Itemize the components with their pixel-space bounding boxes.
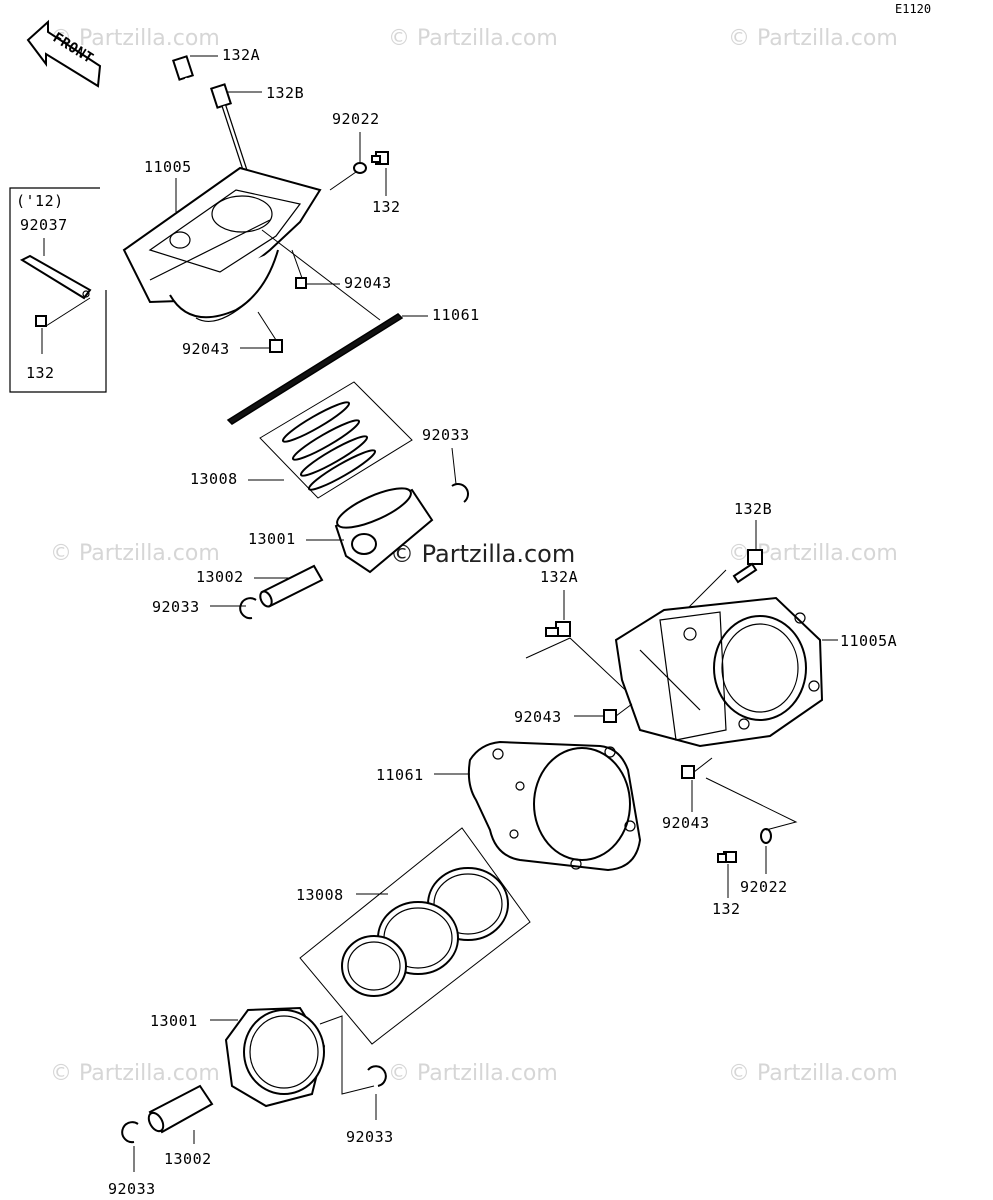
diagram-code: E1120: [895, 2, 931, 16]
callout-132-lower: 132: [712, 900, 741, 918]
callout-92022: 92022: [332, 110, 380, 128]
lower-callouts: 132B 132A 11005A 92043 11061 92043 92022…: [108, 500, 897, 1198]
circlip-92033-bottom-icon: [121, 1121, 139, 1144]
strap-92037-icon: [19, 254, 92, 300]
bolt-132a-lower-icon: [545, 621, 571, 637]
circlip-92033-right-icon: [367, 1065, 387, 1087]
callout-92043-lower-right: 92043: [662, 814, 710, 832]
watermark: © Partzilla.com: [388, 1061, 558, 1086]
callout-132-inset: 132: [26, 364, 55, 382]
bolt-132-inset-icon: [35, 315, 47, 327]
watermark: © Partzilla.com: [50, 541, 220, 566]
washer-92022-icon: [353, 162, 367, 174]
callout-13008-lower: 13008: [296, 886, 344, 904]
callout-11005: 11005: [144, 158, 192, 176]
piston-rings-13008-lower-icon: [299, 827, 531, 1045]
callout-13002-lower: 13002: [164, 1150, 212, 1168]
callout-92033-right: 92033: [346, 1128, 394, 1146]
callout-92033-upper: 92033: [422, 426, 470, 444]
callout-132a-lower: 132A: [540, 568, 578, 586]
upper-assembly: [9, 55, 469, 620]
gasket-11061-lower-icon: [467, 740, 642, 872]
piston-pin-13002-upper-icon: [259, 564, 324, 608]
callout-13002-upper: 13002: [196, 568, 244, 586]
callout-13001-lower: 13001: [150, 1012, 198, 1030]
callout-132-top: 132: [372, 198, 401, 216]
callout-11061-upper: 11061: [432, 306, 480, 324]
callout-132b-lower: 132B: [734, 500, 772, 518]
callout-92043-upper: 92043: [344, 274, 392, 292]
gasket-11061-upper-icon: [226, 313, 404, 425]
piston-13001-lower-icon: [224, 1006, 326, 1108]
dowel-92043-left-icon: [269, 339, 283, 353]
callout-92043-left: 92043: [182, 340, 230, 358]
upper-callouts: 132A 132B 92022 132 11005 ('12) 92037 13…: [16, 46, 480, 616]
piston-13001-upper-icon: [334, 487, 434, 574]
callout-132b: 132B: [266, 84, 304, 102]
dowel-92043-upper-icon: [295, 277, 307, 289]
cylinder-11005a-icon: [614, 596, 824, 748]
watermark: © Partzilla.com: [728, 1061, 898, 1086]
piston-rings-13008-upper-icon: [259, 381, 413, 499]
piston-pin-13002-lower-icon: [147, 1084, 214, 1134]
callout-92033-left: 92033: [152, 598, 200, 616]
lower-assembly: [121, 549, 824, 1144]
cylinder-11005-icon: [122, 166, 322, 322]
callout-92022-lower: 92022: [740, 878, 788, 896]
bolt-132b-lower-icon: [732, 549, 763, 584]
washer-92022-lower-icon: [760, 828, 772, 844]
watermark-main: © Partzilla.com: [390, 540, 575, 568]
bolt-132-lower-icon: [717, 851, 737, 863]
callout-92043-lower-left: 92043: [514, 708, 562, 726]
watermark: © Partzilla.com: [50, 26, 220, 51]
dowel-92043-lower-right-icon: [681, 765, 695, 779]
inset-box: [9, 187, 107, 393]
callout-11061-lower: 11061: [376, 766, 424, 784]
circlip-92033-upper-icon: [451, 483, 469, 503]
callout-13008-upper: 13008: [190, 470, 238, 488]
bolt-132-icon: [371, 151, 389, 165]
callout-11005a: 11005A: [840, 632, 897, 650]
watermark: © Partzilla.com: [50, 1061, 220, 1086]
callout-13001-upper: 13001: [248, 530, 296, 548]
callout-92037: 92037: [20, 216, 68, 234]
watermark: © Partzilla.com: [728, 26, 898, 51]
dowel-92043-lower-left-icon: [603, 709, 617, 723]
callout-132a: 132A: [222, 46, 260, 64]
inset-year-label: ('12): [16, 192, 64, 210]
circlip-92033-left-icon: [239, 597, 257, 620]
callout-92033-bottom: 92033: [108, 1180, 156, 1198]
watermark: © Partzilla.com: [388, 26, 558, 51]
